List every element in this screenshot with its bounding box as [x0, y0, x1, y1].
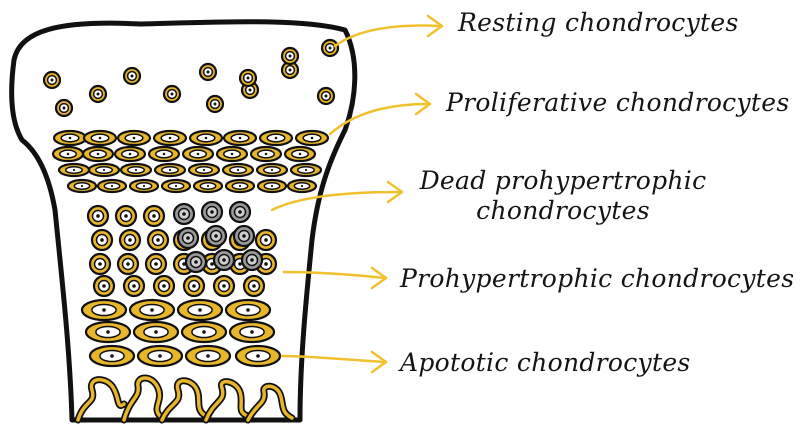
- dead-prohypertrophic-cell: [206, 226, 226, 246]
- apoptotic-cell: [130, 300, 174, 320]
- proliferative-cell: [59, 164, 89, 176]
- resting-cell: [124, 68, 140, 84]
- proliferative-cell: [296, 131, 328, 145]
- proliferative-cell: [84, 131, 116, 145]
- dead-prohypertrophic-cell: [174, 204, 194, 224]
- dead-prohypertrophic-cell: [242, 250, 262, 270]
- prohypertrophic-cell: [184, 276, 204, 296]
- label-apoptotic-chondrocytes: Apototic chondrocytes: [400, 348, 691, 378]
- resting-cell: [90, 86, 106, 102]
- apoptotic-cell: [236, 346, 280, 366]
- apoptotic-cell: [182, 322, 226, 342]
- proliferative-cell: [251, 147, 281, 161]
- dead-prohypertrophic-cell: [230, 202, 250, 222]
- apoptotic-cell: [90, 346, 134, 366]
- label-dead-prohypertrophic-line2: chondrocytes: [418, 196, 708, 226]
- apoptotic-cell: [82, 300, 126, 320]
- apoptotic-cell: [134, 322, 178, 342]
- dead-prohypertrophic-cell: [234, 226, 254, 246]
- prohypertrophic-cell: [144, 206, 164, 226]
- dead-prohypertrophic-cell: [214, 250, 234, 270]
- proliferative-cell: [223, 164, 253, 176]
- prohypertrophic-cell: [214, 276, 234, 296]
- dead-prohypertrophic-cell: [186, 252, 206, 272]
- apoptotic-cell: [226, 300, 270, 320]
- proliferative-cell: [194, 180, 222, 192]
- proliferative-cell: [224, 131, 256, 145]
- proliferative-cell: [217, 147, 247, 161]
- proliferative-cell: [226, 180, 254, 192]
- proliferative-cell: [121, 164, 151, 176]
- proliferative-cell: [154, 131, 186, 145]
- proliferative-cell: [258, 180, 286, 192]
- prohypertrophic-cell: [88, 206, 108, 226]
- prohypertrophic-cell: [256, 230, 276, 250]
- prohypertrophic-cell: [92, 230, 112, 250]
- apoptotic-cell: [138, 346, 182, 366]
- apoptotic-cell: [178, 300, 222, 320]
- proliferative-cell: [118, 131, 150, 145]
- proliferative-cell: [285, 147, 315, 161]
- proliferative-cell: [54, 131, 86, 145]
- proliferative-cell: [291, 164, 321, 176]
- dead-prohypertrophic-zone: [174, 202, 262, 272]
- resting-cell: [318, 88, 334, 104]
- apoptotic-cell: [86, 322, 130, 342]
- prohypertrophic-cell: [244, 276, 264, 296]
- label-dead-prohypertrophic-chondrocytes: Dead prohypertrophic chondrocytes: [418, 166, 708, 226]
- prohypertrophic-cell: [146, 254, 166, 274]
- prohypertrophic-cell: [148, 230, 168, 250]
- prohypertrophic-cell: [118, 254, 138, 274]
- resting-cell: [56, 100, 72, 116]
- proliferative-cell: [83, 147, 113, 161]
- label-proliferative-chondrocytes: Proliferative chondrocytes: [446, 88, 789, 118]
- label-resting-chondrocytes: Resting chondrocytes: [458, 8, 739, 38]
- proliferative-cell: [183, 147, 213, 161]
- prohypertrophic-cell: [90, 254, 110, 274]
- resting-cell: [200, 64, 216, 80]
- resting-cell: [164, 86, 180, 102]
- resting-cell: [322, 40, 338, 56]
- label-prohypertrophic-chondrocytes: Prohypertrophic chondrocytes: [400, 264, 794, 294]
- proliferative-cell: [155, 164, 185, 176]
- prohypertrophic-cell: [94, 276, 114, 296]
- proliferative-cell: [130, 180, 158, 192]
- resting-cell: [240, 70, 256, 86]
- proliferative-cell: [257, 164, 287, 176]
- resting-cell: [207, 96, 223, 112]
- prohypertrophic-cell: [116, 206, 136, 226]
- apoptotic-zone: [82, 300, 280, 366]
- resting-cell: [282, 48, 298, 64]
- dead-prohypertrophic-cell: [202, 202, 222, 222]
- prohypertrophic-cell: [124, 276, 144, 296]
- proliferative-cell: [68, 180, 96, 192]
- proliferative-cell: [162, 180, 190, 192]
- prohypertrophic-cell: [154, 276, 174, 296]
- proliferative-cell: [149, 147, 179, 161]
- proliferative-cell: [98, 180, 126, 192]
- proliferative-cell: [115, 147, 145, 161]
- proliferative-cell: [189, 164, 219, 176]
- proliferative-cell: [89, 164, 119, 176]
- label-dead-prohypertrophic-line1: Dead prohypertrophic: [418, 166, 708, 196]
- prohypertrophic-cell: [120, 230, 140, 250]
- proliferative-cell: [190, 131, 222, 145]
- proliferative-cell: [260, 131, 292, 145]
- apoptotic-cell: [230, 322, 274, 342]
- dead-prohypertrophic-cell: [178, 228, 198, 248]
- proliferative-cell: [288, 180, 316, 192]
- proliferative-cell: [53, 147, 83, 161]
- apoptotic-cell: [186, 346, 230, 366]
- resting-cell: [44, 72, 60, 88]
